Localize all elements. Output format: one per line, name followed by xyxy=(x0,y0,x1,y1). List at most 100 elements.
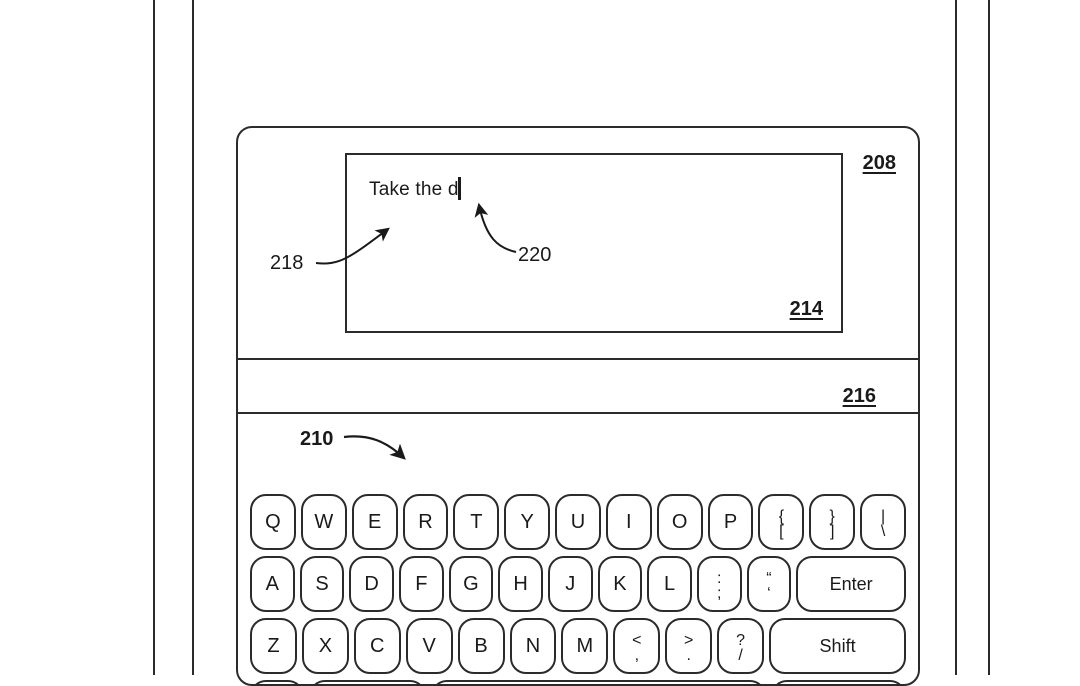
display-region: Take the d 214 208 xyxy=(238,128,918,360)
key-g[interactable]: G xyxy=(448,556,494,612)
key-i[interactable]: I xyxy=(605,494,652,550)
key-greater-than-period[interactable]: >. xyxy=(665,618,713,674)
key-t-label: T xyxy=(470,511,483,533)
key-question-slash[interactable]: ?/ xyxy=(717,618,765,674)
key-z[interactable]: Z xyxy=(250,618,297,674)
key-x-label: X xyxy=(318,635,333,657)
key-w-label: W xyxy=(314,511,334,533)
reference-numeral-214: 214 xyxy=(789,298,823,320)
key-greater-than-period-upper-glyph: > xyxy=(684,631,694,649)
reference-numeral-220: 220 xyxy=(518,244,552,266)
key-p[interactable]: P xyxy=(707,494,754,550)
key-h-label: H xyxy=(513,573,528,595)
key-brace-bracket-close[interactable]: }] xyxy=(809,494,856,550)
key-colon-semicolon[interactable]: :; xyxy=(696,556,742,612)
key-e-label: E xyxy=(367,511,382,533)
key-d[interactable]: D xyxy=(349,556,394,612)
typed-text-line: Take the d xyxy=(369,177,461,201)
key-f[interactable]: F xyxy=(398,556,444,612)
key-less-than-comma[interactable]: <, xyxy=(613,618,661,674)
key-symbol-modifier-right[interactable] xyxy=(771,680,906,684)
key-b[interactable]: B xyxy=(457,618,505,674)
sheet-border-left-outer xyxy=(153,0,155,675)
key-w[interactable]: W xyxy=(300,494,347,550)
key-brace-bracket-close-upper-glyph: } xyxy=(829,507,835,525)
key-enter[interactable]: Enter xyxy=(796,556,906,612)
key-brace-bracket[interactable]: {[ xyxy=(758,494,805,550)
key-y-label: Y xyxy=(520,511,534,533)
key-greater-than-period-lower-glyph: . xyxy=(686,647,691,664)
key-shift-label: Shift xyxy=(819,636,856,656)
sheet-border-right-inner xyxy=(955,0,957,675)
key-less-than-comma-lower-glyph: , xyxy=(634,647,640,664)
key-question-slash-lower-glyph: / xyxy=(738,647,743,664)
key-b-label: B xyxy=(474,635,488,657)
key-j-label: J xyxy=(565,573,576,595)
reference-numeral-210: 210 xyxy=(300,428,334,450)
key-shift[interactable]: Shift xyxy=(769,618,907,674)
key-less-than-comma-upper-glyph: < xyxy=(632,631,642,649)
key-brace-bracket-lower-glyph: [ xyxy=(779,523,784,540)
typed-text: Take the d xyxy=(369,179,459,200)
key-a-label: A xyxy=(265,573,279,595)
key-q[interactable]: Q xyxy=(250,494,296,550)
key-g-label: G xyxy=(463,573,479,595)
key-e[interactable]: E xyxy=(351,494,398,550)
key-d-label: D xyxy=(364,573,379,595)
key-h[interactable]: H xyxy=(498,556,543,612)
key-r[interactable]: R xyxy=(402,494,449,550)
reference-numeral-218: 218 xyxy=(270,252,304,274)
key-quote-apostrophe-upper-glyph: “ xyxy=(766,569,772,587)
key-pipe-backslash-upper-glyph: | xyxy=(880,507,886,525)
key-symbol-modifier-left[interactable] xyxy=(250,680,305,684)
text-entry-field[interactable]: Take the d 214 xyxy=(345,153,843,333)
text-caret-icon xyxy=(457,177,461,200)
key-j[interactable]: J xyxy=(547,556,593,612)
key-l-label: L xyxy=(664,573,676,595)
key-pipe-backslash-lower-glyph: \ xyxy=(880,523,886,540)
key-u[interactable]: U xyxy=(555,494,601,550)
key-brace-bracket-close-lower-glyph: ] xyxy=(829,523,835,540)
key-quote-apostrophe[interactable]: “‘ xyxy=(746,556,792,612)
key-s[interactable]: S xyxy=(299,556,345,612)
key-k[interactable]: K xyxy=(597,556,643,612)
key-x[interactable]: X xyxy=(301,618,349,674)
key-alt-modifier[interactable] xyxy=(309,680,427,684)
key-enter-label: Enter xyxy=(829,574,873,594)
key-v[interactable]: V xyxy=(405,618,453,674)
key-quote-apostrophe-lower-glyph: ‘ xyxy=(767,585,771,602)
key-m[interactable]: M xyxy=(561,618,609,674)
key-f-label: F xyxy=(415,573,428,595)
key-c-label: C xyxy=(370,635,385,657)
key-question-slash-upper-glyph: ? xyxy=(736,631,746,649)
reference-numeral-216: 216 xyxy=(842,385,876,407)
key-y[interactable]: Y xyxy=(504,494,551,550)
key-r-label: R xyxy=(418,511,433,533)
key-v-label: V xyxy=(422,635,436,657)
key-u-label: U xyxy=(570,511,586,533)
key-k-label: K xyxy=(613,573,627,595)
key-space[interactable] xyxy=(431,680,767,684)
key-n-label: N xyxy=(525,635,541,657)
key-a[interactable]: A xyxy=(250,556,295,612)
key-colon-semicolon-upper-glyph: : xyxy=(717,569,722,587)
key-i-label: I xyxy=(626,511,632,533)
key-n[interactable]: N xyxy=(509,618,557,674)
sheet-border-right-outer xyxy=(988,0,990,675)
key-p-label: P xyxy=(723,511,738,533)
reference-numeral-208: 208 xyxy=(862,152,896,174)
key-o[interactable]: O xyxy=(656,494,703,550)
function-strip-region: 216 xyxy=(238,360,918,414)
key-s-label: S xyxy=(315,573,329,595)
key-t[interactable]: T xyxy=(453,494,500,550)
key-c[interactable]: C xyxy=(353,618,401,674)
sheet-border-left-inner xyxy=(192,0,194,675)
key-colon-semicolon-lower-glyph: ; xyxy=(717,585,722,602)
key-l[interactable]: L xyxy=(647,556,692,612)
key-pipe-backslash[interactable]: |\ xyxy=(860,494,906,550)
